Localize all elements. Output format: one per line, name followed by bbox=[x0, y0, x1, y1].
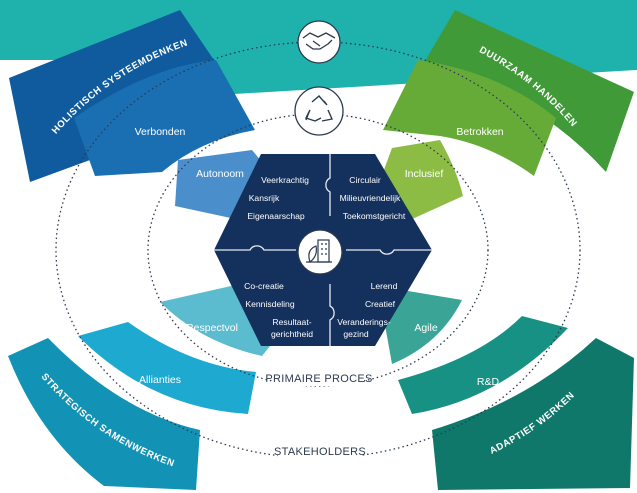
inner-label-respectvol: Respectvol bbox=[186, 322, 238, 334]
middle-segment-allianties bbox=[78, 322, 256, 414]
middle-label-rd: R&D bbox=[477, 376, 500, 388]
center-circle bbox=[297, 229, 343, 275]
inner-label-autonoom: Autonoom bbox=[196, 168, 244, 180]
primaire-proces-ring bbox=[147, 113, 489, 387]
stakeholders-label-bg bbox=[278, 443, 362, 459]
hex-label-circulair: Circulair bbox=[349, 175, 381, 185]
inner-label-agile: Agile bbox=[414, 322, 438, 334]
recycle-circle bbox=[294, 86, 344, 136]
primaire-proces-label-bg bbox=[274, 370, 364, 386]
middle-segment-betrokken bbox=[383, 60, 556, 176]
hex-label-milieuvriendelijk: Milieuvriendelijk bbox=[340, 193, 401, 203]
hex-label-toekomstgericht: Toekomstgericht bbox=[343, 211, 406, 221]
hex-label-kansrijk: Kansrijk bbox=[249, 193, 280, 203]
middle-label-verbonden: Verbonden bbox=[135, 126, 186, 138]
leaf-building-icon bbox=[306, 239, 332, 263]
hex-label-veerkrachtig: Veerkrachtig bbox=[261, 175, 309, 185]
handshake-circle bbox=[297, 20, 341, 64]
outer-segment-adaptief bbox=[432, 338, 634, 490]
hex-label-resultaat: Resultaat- bbox=[272, 317, 311, 327]
outer-segment-strategisch bbox=[8, 338, 200, 490]
recycle-icon bbox=[305, 95, 333, 122]
middle-label-allianties: Allianties bbox=[139, 374, 181, 386]
hex-label-co-creatie: Co-creatie bbox=[244, 281, 284, 291]
stakeholders-label: STAKEHOLDERS bbox=[274, 446, 366, 458]
hex-label-kennisdeling: Kennisdeling bbox=[245, 299, 294, 309]
hex-label-veranderings: Veranderings- bbox=[337, 317, 391, 327]
hex-label-lerend: Lerend bbox=[371, 281, 398, 291]
middle-segment-rd bbox=[398, 316, 568, 414]
outer-segment-duurzaam bbox=[422, 10, 634, 172]
middle-label-betrokken: Betrokken bbox=[456, 126, 503, 138]
handshake-icon bbox=[302, 32, 336, 50]
inner-label-inclusief: Inclusief bbox=[405, 168, 444, 180]
primaire-proces-label: PRIMAIRE PROCES bbox=[265, 373, 372, 385]
puzzle-dividers bbox=[214, 154, 432, 346]
middle-segment-verbonden bbox=[74, 60, 255, 176]
hex-label-gerichtheid: gerichtheid bbox=[271, 329, 313, 339]
hex-label-eigenaarschap: Eigenaarschap bbox=[247, 211, 305, 221]
hex-label-gezind: gezind bbox=[343, 329, 369, 339]
hex-label-creatief: Creatief bbox=[365, 299, 396, 309]
